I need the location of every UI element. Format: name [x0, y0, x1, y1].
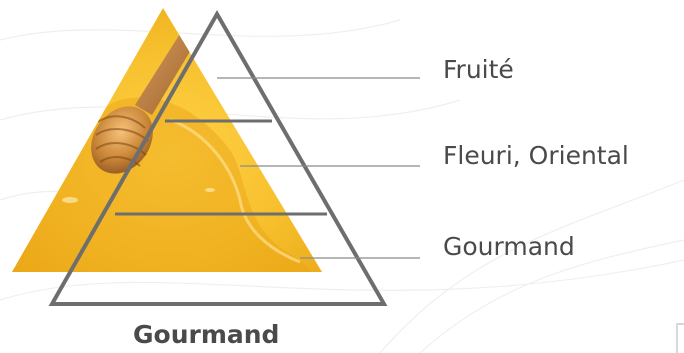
corner-frame-fragment: [676, 323, 684, 353]
pyramid-caption: Gourmand: [133, 322, 279, 347]
tier-label-top: Fruité: [443, 57, 514, 82]
tier-label-middle: Fleuri, Oriental: [443, 143, 629, 168]
tier-label-base: Gourmand: [443, 234, 575, 259]
